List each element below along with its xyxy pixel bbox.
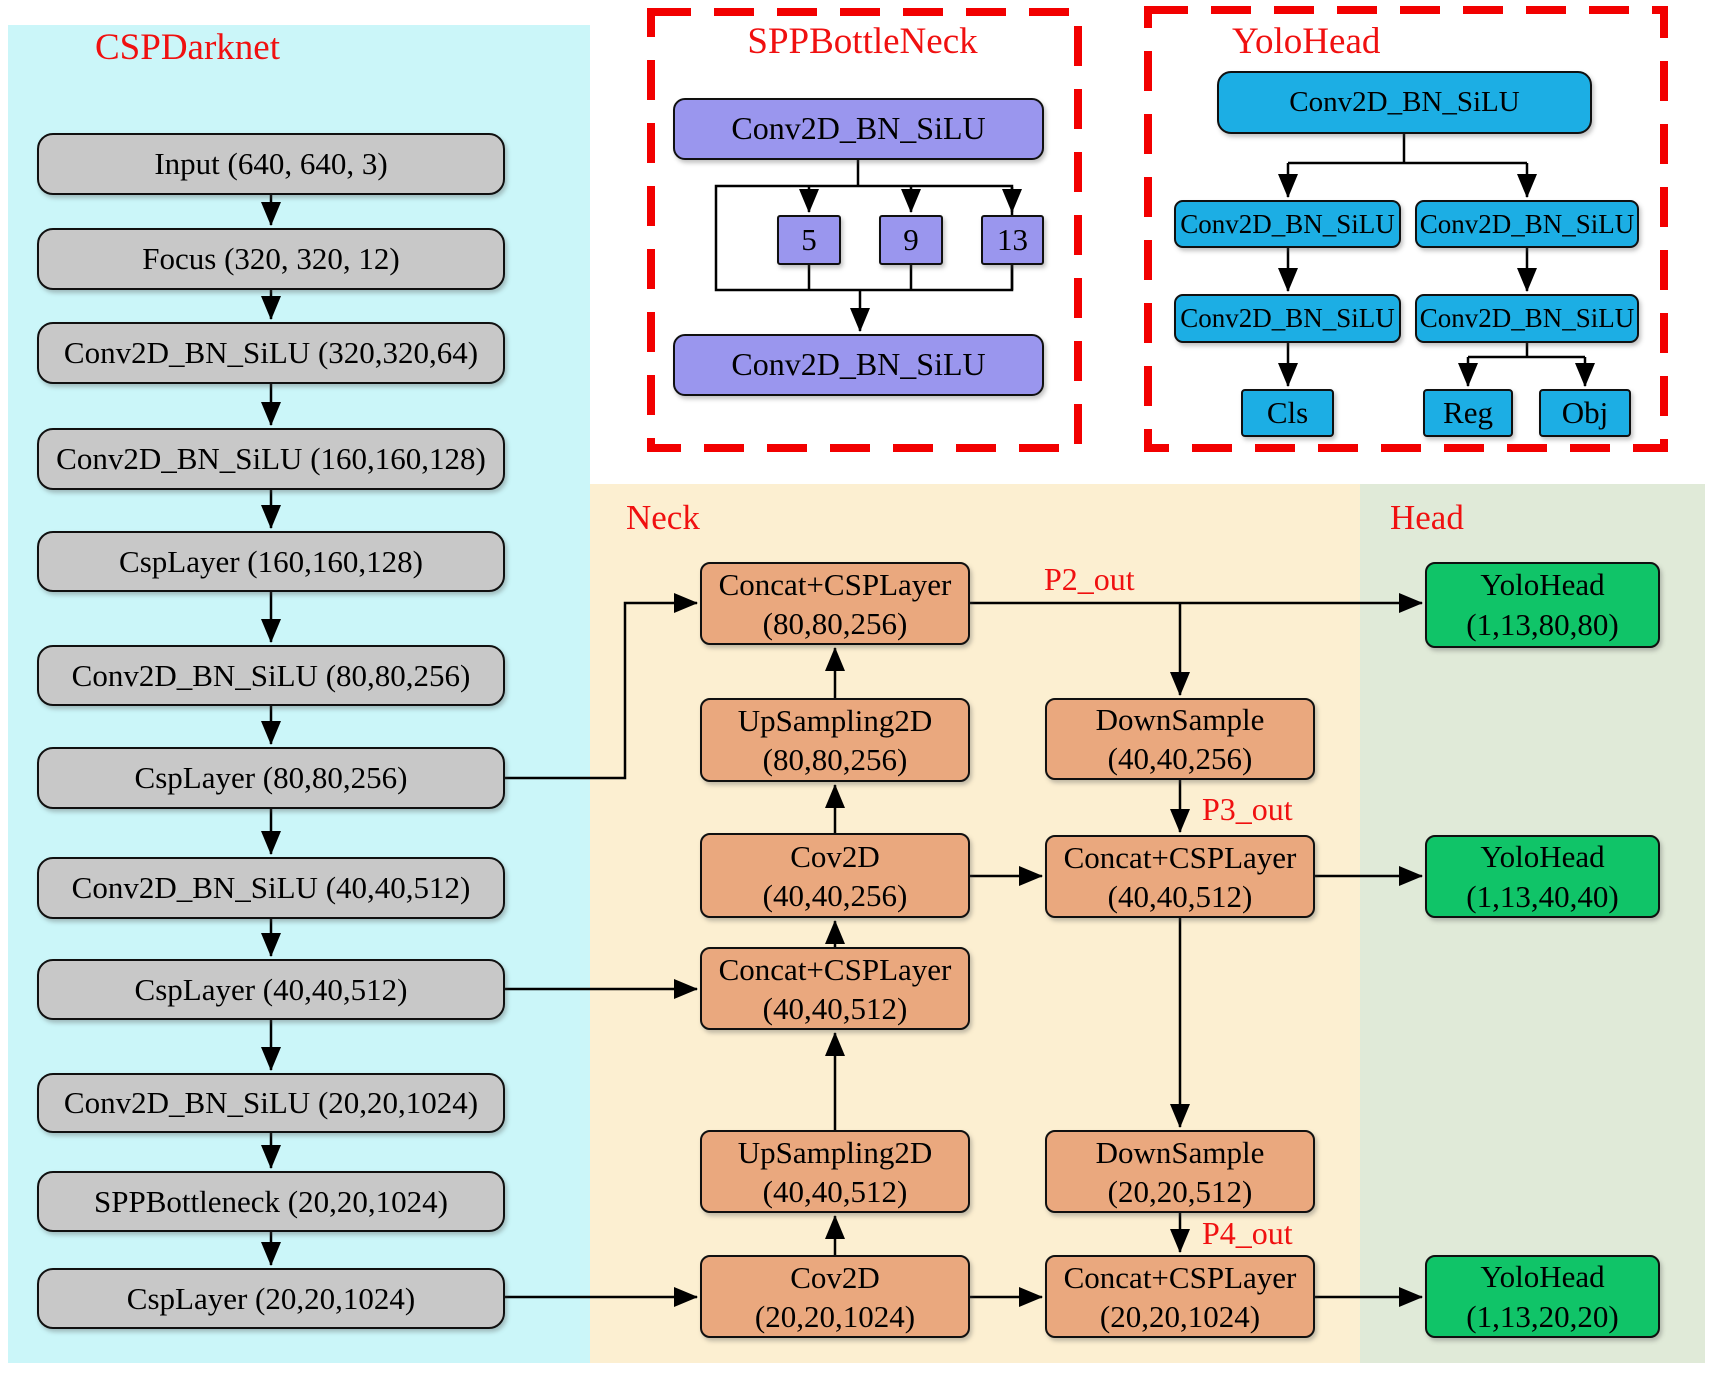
- spp-conv-bottom-box: Conv2D_BN_SiLU: [673, 334, 1044, 396]
- head-yolohead-80-line2: (1,13,80,80): [1466, 607, 1619, 642]
- backbone-csp80-box: CspLayer (80,80,256): [37, 747, 505, 809]
- head-yolohead-80-box: YoloHead (1,13,80,80): [1425, 562, 1660, 648]
- yolohead-stem-box: Conv2D_BN_SiLU: [1217, 71, 1592, 134]
- neck-downsample-40-box: DownSample (40,40,256): [1045, 698, 1315, 780]
- yolohead-right-conv2-box: Conv2D_BN_SiLU: [1415, 294, 1639, 343]
- spp-pool13-box: 13: [981, 215, 1044, 265]
- neck-upsample-80-line1: UpSampling2D: [737, 703, 933, 738]
- neck-cov2d-20-box: Cov2D (20,20,1024): [700, 1255, 970, 1338]
- yolohead-left-conv1-box: Conv2D_BN_SiLU: [1174, 200, 1401, 248]
- head-yolohead-40-box: YoloHead (1,13,40,40): [1425, 835, 1660, 918]
- neck-concat-csp-40-right-line1: Concat+CSPLayer: [1063, 839, 1297, 875]
- backbone-conv160-box: Conv2D_BN_SiLU (160,160,128): [37, 428, 505, 490]
- yolohead-obj-box: Obj: [1539, 389, 1631, 437]
- yolohead-cls-box: Cls: [1241, 389, 1334, 437]
- neck-upsample-40-box: UpSampling2D (40,40,512): [700, 1130, 970, 1213]
- spp-pool9-box: 9: [879, 215, 943, 265]
- neck-concat-csp-40-left-line2: (40,40,512): [762, 990, 908, 1026]
- backbone-focus-box: Focus (320, 320, 12): [37, 228, 505, 290]
- neck-upsample-40-line2: (40,40,512): [762, 1173, 908, 1209]
- head-yolohead-80-line1: YoloHead: [1480, 567, 1605, 602]
- neck-concat-csp-20-line2: (20,20,1024): [1099, 1298, 1261, 1334]
- spp-conv-top-box: Conv2D_BN_SiLU: [673, 98, 1044, 160]
- neck-concat-csp-20-box: Concat+CSPLayer (20,20,1024): [1045, 1255, 1315, 1338]
- head-yolohead-20-line1: YoloHead: [1480, 1258, 1605, 1294]
- spp-dashed-frame: [647, 8, 1082, 452]
- backbone-csp20-box: CspLayer (20,20,1024): [37, 1268, 505, 1329]
- head-yolohead-20-line2: (1,13,20,20): [1466, 1298, 1619, 1334]
- head-yolohead-40-line2: (1,13,40,40): [1466, 878, 1619, 914]
- neck-downsample-20-box: DownSample (20,20,512): [1045, 1130, 1315, 1213]
- neck-cov2d-20-line2: (20,20,1024): [754, 1298, 916, 1334]
- neck-concat-csp-80-line1: Concat+CSPLayer: [718, 566, 952, 602]
- backbone-conv20-box: Conv2D_BN_SiLU (20,20,1024): [37, 1073, 505, 1133]
- spp-title: SPPBottleNeck: [747, 21, 978, 62]
- neck-concat-csp-20-line1: Concat+CSPLayer: [1063, 1259, 1297, 1295]
- backbone-title: CSPDarknet: [95, 27, 280, 68]
- neck-cov2d-20-line1: Cov2D: [790, 1259, 880, 1295]
- neck-cov2d-40-line1: Cov2D: [790, 838, 880, 874]
- neck-concat-csp-40-left-box: Concat+CSPLayer (40,40,512): [700, 947, 970, 1030]
- spp-pool5-box: 5: [777, 215, 841, 265]
- p2-out-label: P2_out: [1044, 561, 1135, 597]
- head-yolohead-20-box: YoloHead (1,13,20,20): [1425, 1255, 1660, 1338]
- backbone-spp-box: SPPBottleneck (20,20,1024): [37, 1171, 505, 1232]
- neck-upsample-80-line2: (80,80,256): [762, 742, 908, 777]
- p4-out-label: P4_out: [1202, 1215, 1293, 1251]
- neck-title: Neck: [626, 498, 700, 537]
- yolohead-dashed-frame: [1144, 6, 1668, 452]
- neck-concat-csp-40-right-line2: (40,40,512): [1107, 878, 1253, 914]
- backbone-conv40-box: Conv2D_BN_SiLU (40,40,512): [37, 857, 505, 919]
- backbone-csp160-box: CspLayer (160,160,128): [37, 531, 505, 592]
- spp-skip-bracket: [714, 184, 1014, 292]
- arrow-csp80-concat80: [505, 593, 698, 780]
- neck-cov2d-40-box: Cov2D (40,40,256): [700, 833, 970, 918]
- neck-downsample-40-line2: (40,40,256): [1107, 741, 1253, 776]
- backbone-conv80-box: Conv2D_BN_SiLU (80,80,256): [37, 645, 505, 706]
- yolohead-right-conv1-box: Conv2D_BN_SiLU: [1415, 200, 1639, 248]
- neck-upsample-80-box: UpSampling2D (80,80,256): [700, 698, 970, 782]
- backbone-input-box: Input (640, 640, 3): [37, 133, 505, 195]
- yolohead-reg-box: Reg: [1423, 389, 1513, 437]
- backbone-conv320-box: Conv2D_BN_SiLU (320,320,64): [37, 322, 505, 384]
- neck-downsample-20-line1: DownSample: [1095, 1134, 1265, 1170]
- neck-concat-csp-80-box: Concat+CSPLayer (80,80,256): [700, 562, 970, 645]
- neck-upsample-40-line1: UpSampling2D: [737, 1134, 933, 1170]
- neck-downsample-20-line2: (20,20,512): [1107, 1173, 1253, 1209]
- yolohead-left-conv2-box: Conv2D_BN_SiLU: [1174, 294, 1401, 343]
- neck-concat-csp-80-line2: (80,80,256): [762, 605, 908, 641]
- backbone-csp40-box: CspLayer (40,40,512): [37, 959, 505, 1020]
- neck-concat-csp-40-left-line1: Concat+CSPLayer: [718, 951, 952, 987]
- yolohead-title: YoloHead: [1232, 21, 1381, 62]
- neck-cov2d-40-line2: (40,40,256): [762, 877, 908, 913]
- head-yolohead-40-line1: YoloHead: [1480, 838, 1605, 874]
- head-title: Head: [1390, 498, 1464, 537]
- neck-downsample-40-line1: DownSample: [1095, 702, 1265, 737]
- neck-concat-csp-40-right-box: Concat+CSPLayer (40,40,512): [1045, 835, 1315, 918]
- p3-out-label: P3_out: [1202, 791, 1293, 827]
